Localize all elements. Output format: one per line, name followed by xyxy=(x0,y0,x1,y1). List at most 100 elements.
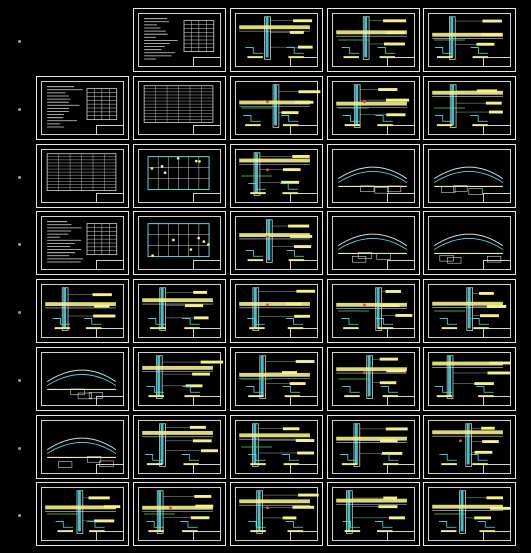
section-profile xyxy=(46,369,117,383)
drawing-sheet[interactable] xyxy=(36,144,129,208)
drawing-sheet[interactable] xyxy=(327,415,420,479)
detail-layer xyxy=(239,499,310,504)
drawing-sheet[interactable] xyxy=(36,76,129,140)
drawing-sheet[interactable] xyxy=(327,211,420,275)
sheet-border xyxy=(235,284,318,338)
title-block xyxy=(386,57,415,67)
sheet-drawing xyxy=(432,355,511,399)
row-marker xyxy=(18,311,21,314)
row-marker xyxy=(18,108,21,111)
drawing-sheet[interactable] xyxy=(327,76,420,140)
sheet-drawing xyxy=(432,423,503,467)
drawing-sheet[interactable] xyxy=(230,279,323,343)
drawing-sheet[interactable] xyxy=(230,76,323,140)
drawing-sheet[interactable] xyxy=(230,347,323,411)
sheet-border xyxy=(41,81,124,135)
title-block xyxy=(192,396,221,406)
drawing-sheet[interactable] xyxy=(133,347,226,411)
sheet-border xyxy=(428,81,511,135)
drawing-sheet[interactable] xyxy=(423,415,516,479)
sheet-drawing xyxy=(433,166,504,195)
detail-layer xyxy=(239,433,310,438)
drawing-sheet[interactable] xyxy=(327,279,420,343)
sheet-border xyxy=(428,420,511,474)
drawing-sheet[interactable] xyxy=(327,8,420,72)
drawing-sheet[interactable] xyxy=(36,482,129,546)
sheet-border xyxy=(235,352,318,406)
drawing-sheet[interactable] xyxy=(133,279,226,343)
drawing-sheet[interactable] xyxy=(423,482,516,546)
sheet-border xyxy=(428,216,511,270)
drawing-sheet[interactable] xyxy=(327,144,420,208)
drawing-sheet[interactable] xyxy=(327,347,420,411)
title-block xyxy=(482,531,511,541)
title-block xyxy=(289,464,318,474)
drawing-sheet[interactable] xyxy=(230,482,323,546)
drawing-sheet[interactable] xyxy=(230,415,323,479)
sheet-border xyxy=(235,216,318,270)
drawing-sheet[interactable] xyxy=(36,415,129,479)
sheet-drawing xyxy=(46,369,117,400)
detail-layer xyxy=(239,100,310,105)
drawing-sheet[interactable] xyxy=(133,76,226,140)
title-block xyxy=(95,531,124,541)
drawing-sheet[interactable] xyxy=(133,144,226,208)
detail-layer xyxy=(432,301,503,306)
drawing-sheet[interactable] xyxy=(133,8,226,72)
title-block xyxy=(386,193,415,203)
drawing-sheet[interactable] xyxy=(36,211,129,275)
drawing-sheet[interactable] xyxy=(133,482,226,546)
detail-layer xyxy=(142,298,213,303)
drawing-sheet[interactable] xyxy=(423,76,516,140)
title-block xyxy=(289,125,318,135)
sheet-drawing xyxy=(337,166,408,194)
row-marker xyxy=(18,40,21,43)
detail-layer xyxy=(142,505,213,510)
sheet-drawing xyxy=(336,423,408,467)
drawing-sheet[interactable] xyxy=(423,211,516,275)
drawing-sheet[interactable] xyxy=(423,279,516,343)
sheet-border xyxy=(41,352,124,406)
title-block xyxy=(192,260,221,270)
sheet-border xyxy=(138,13,221,67)
sheet-drawing xyxy=(432,16,503,60)
drawing-sheet[interactable] xyxy=(230,8,323,72)
detail-layer xyxy=(432,90,503,95)
detail-layer xyxy=(239,372,310,377)
sheet-drawing xyxy=(336,355,407,399)
drawing-sheet[interactable] xyxy=(36,279,129,343)
title-block xyxy=(289,396,318,406)
sheet-drawing xyxy=(142,355,224,399)
sheet-drawing xyxy=(239,152,310,196)
sheet-border xyxy=(332,352,415,406)
drawing-sheet[interactable] xyxy=(133,415,226,479)
sheet-drawing xyxy=(45,490,121,534)
sheet-border xyxy=(41,487,124,541)
row-marker xyxy=(18,243,21,246)
sheet-drawing xyxy=(432,84,503,128)
detail-layer xyxy=(45,505,116,510)
drawing-sheet[interactable] xyxy=(423,144,516,208)
row-marker xyxy=(18,379,21,382)
sheet-border xyxy=(235,13,318,67)
section-profile xyxy=(337,166,408,180)
sheet-drawing xyxy=(142,287,213,331)
drawing-sheet[interactable] xyxy=(423,8,516,72)
drawing-sheet[interactable] xyxy=(423,347,516,411)
drawing-sheet[interactable] xyxy=(230,144,323,208)
title-block xyxy=(482,57,511,67)
drawing-sheet[interactable] xyxy=(327,482,420,546)
sheet-drawing xyxy=(239,287,316,331)
title-block xyxy=(192,464,221,474)
sheet-drawing xyxy=(239,219,313,263)
title-block xyxy=(482,125,511,135)
title-block xyxy=(192,57,221,67)
detail-layer xyxy=(336,30,407,35)
drawing-sheet[interactable] xyxy=(230,211,323,275)
sheet-border xyxy=(332,487,415,541)
drawing-sheet[interactable] xyxy=(36,347,129,411)
detail-layer xyxy=(45,302,116,307)
title-block xyxy=(386,464,415,474)
title-block xyxy=(482,396,511,406)
drawing-sheet[interactable] xyxy=(133,211,226,275)
